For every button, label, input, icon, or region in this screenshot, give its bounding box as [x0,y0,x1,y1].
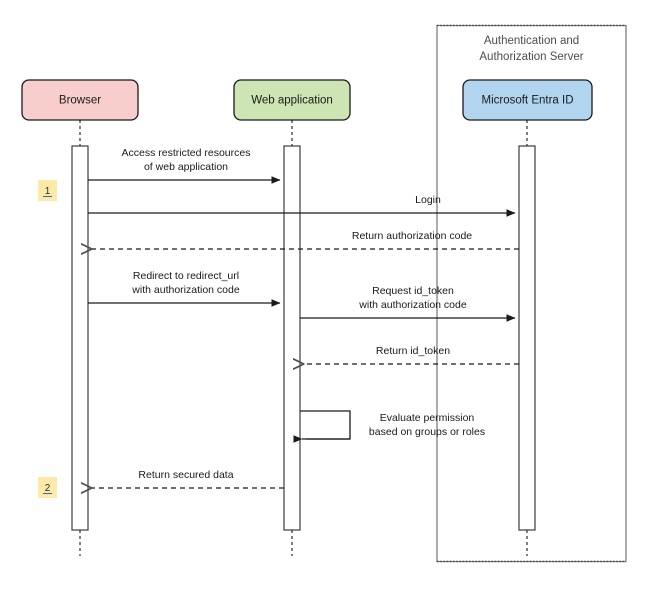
group-frame-auth-server: Authentication and Authorization Server [436,24,627,563]
message-return-id-token: Return id_token [304,345,519,364]
group-frame-title-line2: Authorization Server [479,51,583,63]
message-7-selfcall-path [300,410,351,440]
activation-bar-entra [518,145,536,531]
message-access-restricted-resources: Access restricted resources of web appli… [88,147,281,184]
message-return-secured-data: Return secured data [92,469,284,488]
participant-webapp[interactable]: Web application [233,79,351,121]
message-5-label-line2: with authorization code [358,299,467,311]
annotation-badge-2[interactable]: 2 [38,477,57,498]
message-6-label-line1: Return id_token [376,345,450,357]
message-4-label-line1: Redirect to redirect_url [133,270,239,282]
message-2-label-line1: Login [415,194,441,206]
participant-entra-label: Microsoft Entra ID [481,95,573,107]
message-redirect-to-redirect-url: Redirect to redirect_url with authorizat… [88,270,281,307]
message-1-label-line1: Access restricted resources [122,147,251,159]
message-return-authorization-code: Return authorization code [92,230,519,249]
group-frame-title-line1: Authentication and [484,35,579,47]
message-evaluate-permission: Evaluate permission based on groups or r… [293,410,485,443]
participant-entra[interactable]: Microsoft Entra ID [462,79,593,121]
message-7-label-line1: Evaluate permission [380,412,475,424]
message-5-label-line1: Request id_token [372,285,454,297]
message-1-label-line2: of web application [144,161,228,173]
activation-bar-browser [71,145,89,531]
message-login: Login [88,194,516,217]
participant-browser-label: Browser [59,95,101,107]
message-4-label-line2: with authorization code [131,284,240,296]
participant-browser[interactable]: Browser [21,79,139,121]
participant-webapp-label: Web application [251,95,333,107]
message-3-label-line1: Return authorization code [352,230,472,242]
annotation-badge-2-label: 2 [45,483,51,494]
message-7-label-line2: based on groups or roles [369,426,485,438]
activation-bar-webapp [283,145,301,531]
annotation-badge-1[interactable]: 1 [38,180,57,201]
annotation-badge-1-label: 1 [45,186,51,197]
message-8-label-line1: Return secured data [138,469,233,481]
message-request-id-token: Request id_token with authorization code [300,285,516,322]
